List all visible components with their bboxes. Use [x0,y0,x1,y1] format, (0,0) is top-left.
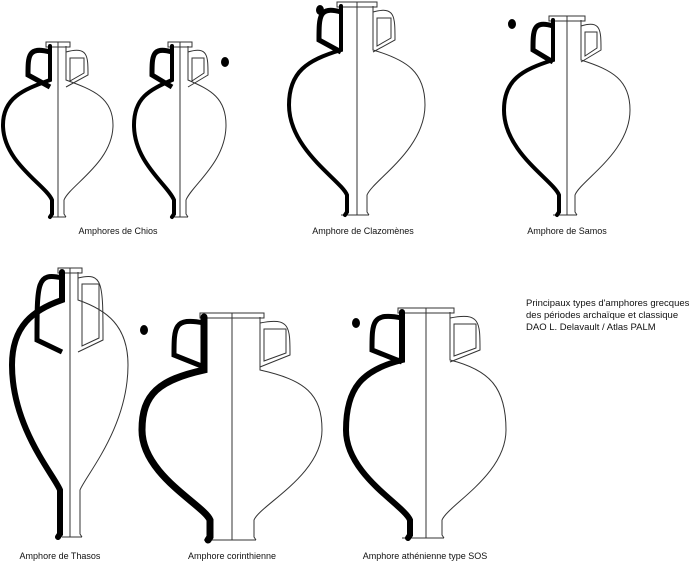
label-samos: Amphore de Samos [527,226,607,236]
amphora-clazomenes-handle-section [316,7,343,55]
amphora-samos-lip [548,15,586,22]
amphora-sos-handle-section [369,313,403,365]
amphora-chios-2-section [131,44,176,219]
amphora-clazomenes-handle-right [372,9,396,53]
amphora-sos-handle-cross-section [352,318,360,328]
amphora-sos-handle-right [449,315,481,363]
amphora-samos-outline [574,20,631,216]
amphora-thasos-outline [77,272,129,538]
amphora-thasos-handle-section [34,274,64,355]
amphora-chios-1-outline [63,46,114,218]
amphora-corinthian-handle-cross-section [140,325,148,335]
amphora-samos-handle-section [530,21,555,65]
amphora-samos-section [501,18,561,217]
amphora-corinthian-handle-section [171,318,205,370]
amphora-chios-2-outline [185,46,227,218]
amphora-sos-outline [441,312,507,539]
label-corinthian: Amphore corinthienne [187,551,277,561]
caption-line-2: des périodes archaïque et classique [526,310,679,321]
label-clazomenes: Amphore de Clazomènes [312,226,414,236]
label-sos: Amphore athénienne type SOS [362,551,488,561]
amphora-sos-section [342,309,413,541]
amphora-thasos-handle-right [77,276,104,353]
caption-line-3: DAO L. Delavault / Atlas PALM [526,322,656,333]
amphora-clazomenes-outline [366,6,426,216]
amphora-samos-handle-inner [584,31,598,57]
amphora-chios-1-handle-inner [69,57,85,82]
amphora-clazomenes-handle-cross-section [316,5,324,15]
amphora-chios-2-lip [167,41,193,48]
amphora-thasos-handle-inner [81,283,100,347]
amphora-chios-1-section [0,44,54,219]
label-thasos: Amphore de Thasos [19,551,101,561]
amphora-chios-2-handle-section [149,47,174,90]
caption-line-1: Principaux types d'amphores grecques [526,298,690,309]
amphora-samos-handle-right [580,23,602,63]
amphora-samos-handle-cross-section [508,19,516,29]
figure-caption: Principaux types d'amphores grecques des… [526,298,689,334]
amphora-corinthian-handle-inner [263,328,287,362]
amphora-clazomenes-handle-inner [376,17,392,47]
amphora-chios-1-handle-section [25,47,52,90]
amphora-chios-1-handle-right [65,49,89,88]
amphora-chios-1-lip [45,41,71,48]
amphora-corinthian-lip [199,312,265,319]
amphora-sos-handle-inner [453,323,477,357]
amphora-chios-2-handle-inner [191,57,205,82]
amphora-thasos-lip [57,267,83,274]
amphora-clazomenes-lip [336,1,378,8]
amphora-corinthian-outline [253,317,323,541]
amphora-chios-2-handle-cross-section [221,57,229,67]
amphora-sos-lip [397,307,455,314]
amphora-corinthian-section [138,313,214,544]
amphora-clazomenes-section [286,4,349,217]
label-chios: Amphores de Chios [78,226,158,236]
amphora-corinthian-handle-right [259,320,291,368]
amphora-chios-2-handle-right [187,49,209,88]
